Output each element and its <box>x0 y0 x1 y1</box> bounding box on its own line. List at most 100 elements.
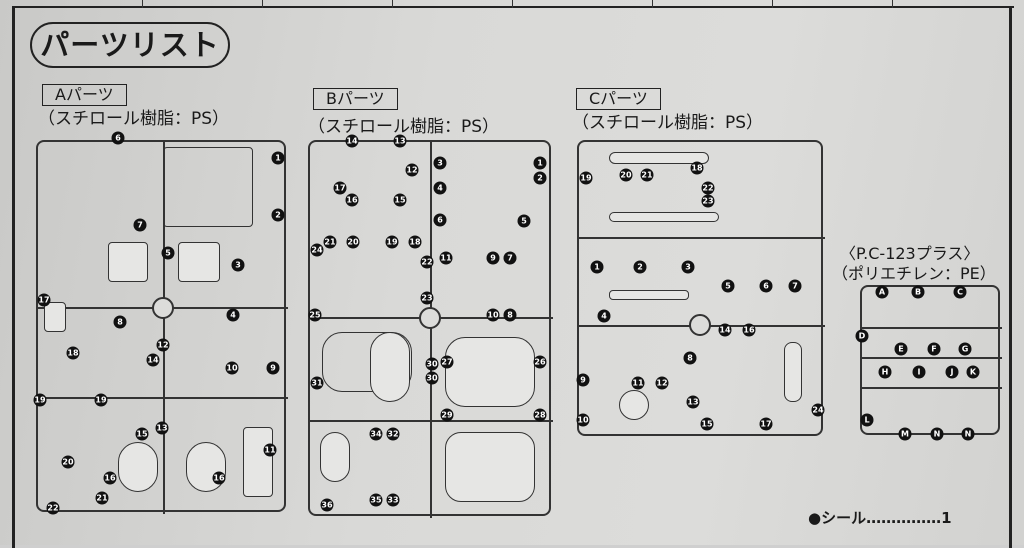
a-part-number-20: 20 <box>61 455 75 469</box>
a-part-number-16: 16 <box>103 471 117 485</box>
c-part-number-3: 3 <box>681 260 695 274</box>
c-part-number-15: 15 <box>700 417 714 431</box>
b-part-number-34: 34 <box>369 427 383 441</box>
b-part-number-30: 30 <box>425 371 439 385</box>
c-part-number-17: 17 <box>759 417 773 431</box>
b-part-number-16: 16 <box>345 193 359 207</box>
b-part-number-14: 14 <box>345 134 359 148</box>
a-part-number-19: 19 <box>94 393 108 407</box>
b-part-number-23: 23 <box>420 291 434 305</box>
pe-part-number-J: J <box>945 365 959 379</box>
pe-part-number-N: N <box>961 427 975 441</box>
pe-part-number-D: D <box>855 329 869 343</box>
a-part-number-7: 7 <box>133 218 147 232</box>
a-part-number-14: 14 <box>146 353 160 367</box>
c-part-number-21: 21 <box>640 168 654 182</box>
pe-part-number-H: H <box>878 365 892 379</box>
a-part-number-8: 8 <box>113 315 127 329</box>
c-part-number-13: 13 <box>686 395 700 409</box>
pe-part-number-M: M <box>898 427 912 441</box>
pe-runner-material: （ポリエチレン：PE） <box>832 264 996 283</box>
c-part-number-6: 6 <box>759 279 773 293</box>
a-part-number-18: 18 <box>66 346 80 360</box>
pe-part-number-E: E <box>894 342 908 356</box>
b-part-number-5: 5 <box>517 214 531 228</box>
c-part-number-7: 7 <box>788 279 802 293</box>
seal-count: ●シール……………1 <box>808 509 952 527</box>
b-part-number-30: 30 <box>425 357 439 371</box>
c-part-number-19: 19 <box>579 171 593 185</box>
pe-part-number-I: I <box>912 365 926 379</box>
pe-part-number-B: B <box>911 285 925 299</box>
b-part-number-9: 9 <box>486 251 500 265</box>
page-frame <box>12 8 1012 548</box>
c-part-number-22: 22 <box>701 181 715 195</box>
b-part-number-2: 2 <box>533 171 547 185</box>
b-part-number-28: 28 <box>533 408 547 422</box>
b-part-number-6: 6 <box>433 213 447 227</box>
b-part-number-4: 4 <box>433 181 447 195</box>
a-parts-label: Aパーツ <box>42 84 127 106</box>
a-part-number-3: 3 <box>231 258 245 272</box>
a-part-number-1: 1 <box>271 151 285 165</box>
a-parts-material: （スチロール樹脂：PS） <box>38 109 230 129</box>
c-part-number-4: 4 <box>597 309 611 323</box>
pe-part-number-G: G <box>958 342 972 356</box>
b-part-number-35: 35 <box>369 493 383 507</box>
page-title: パーツリスト <box>30 22 230 68</box>
a-part-number-4: 4 <box>226 308 240 322</box>
b-part-number-26: 26 <box>533 355 547 369</box>
b-part-number-22: 22 <box>420 255 434 269</box>
a-part-number-15: 15 <box>135 427 149 441</box>
c-part-number-23: 23 <box>701 194 715 208</box>
b-part-number-7: 7 <box>503 251 517 265</box>
a-part-number-5: 5 <box>161 246 175 260</box>
b-part-number-24: 24 <box>310 243 324 257</box>
b-part-number-17: 17 <box>333 181 347 195</box>
pe-runner <box>860 285 1002 435</box>
b-parts-material: （スチロール樹脂：PS） <box>308 117 500 137</box>
a-part-number-13: 13 <box>155 421 169 435</box>
a-part-number-19: 19 <box>33 393 47 407</box>
pe-part-number-N: N <box>930 427 944 441</box>
b-part-number-1: 1 <box>533 156 547 170</box>
c-part-number-1: 1 <box>590 260 604 274</box>
b-part-number-27: 27 <box>440 355 454 369</box>
pe-part-number-A: A <box>875 285 889 299</box>
b-parts-runner <box>308 140 553 518</box>
c-part-number-20: 20 <box>619 168 633 182</box>
pe-part-number-F: F <box>927 342 941 356</box>
b-part-number-11: 11 <box>439 251 453 265</box>
c-parts-runner <box>577 140 825 436</box>
c-part-number-5: 5 <box>721 279 735 293</box>
c-part-number-11: 11 <box>631 376 645 390</box>
c-part-number-24: 24 <box>811 403 825 417</box>
c-part-number-10: 10 <box>576 413 590 427</box>
b-part-number-19: 19 <box>385 235 399 249</box>
c-part-number-9: 9 <box>576 373 590 387</box>
b-part-number-10: 10 <box>486 308 500 322</box>
b-part-number-32: 32 <box>386 427 400 441</box>
pe-part-number-L: L <box>860 413 874 427</box>
a-part-number-12: 12 <box>156 338 170 352</box>
a-part-number-22: 22 <box>46 501 60 515</box>
b-part-number-8: 8 <box>503 308 517 322</box>
top-table-edge <box>12 0 1014 8</box>
c-part-number-8: 8 <box>683 351 697 365</box>
a-part-number-2: 2 <box>271 208 285 222</box>
b-part-number-18: 18 <box>408 235 422 249</box>
c-parts-label: Cパーツ <box>576 88 661 110</box>
a-part-number-10: 10 <box>225 361 239 375</box>
b-part-number-25: 25 <box>308 308 322 322</box>
pe-runner-name: 〈P.C-123プラス〉 <box>840 244 980 263</box>
b-part-number-31: 31 <box>310 376 324 390</box>
a-part-number-16: 16 <box>212 471 226 485</box>
c-part-number-18: 18 <box>690 161 704 175</box>
c-part-number-14: 14 <box>718 323 732 337</box>
b-part-number-21: 21 <box>323 235 337 249</box>
a-part-number-17: 17 <box>37 293 51 307</box>
b-part-number-15: 15 <box>393 193 407 207</box>
c-part-number-12: 12 <box>655 376 669 390</box>
c-part-number-2: 2 <box>633 260 647 274</box>
